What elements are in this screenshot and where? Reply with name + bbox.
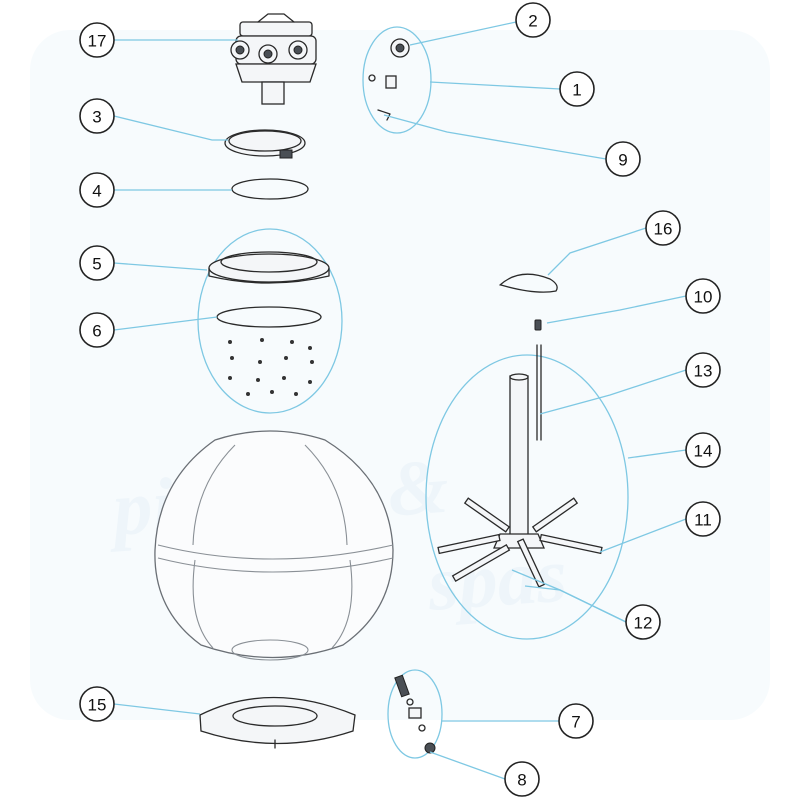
callout-15: 15 <box>79 686 115 722</box>
filter-tank <box>154 430 394 661</box>
callout-16: 16 <box>645 210 681 246</box>
callout-label: 15 <box>88 696 107 715</box>
callout-label: 2 <box>528 12 537 31</box>
callout-label: 12 <box>634 614 653 633</box>
callout-1: 1 <box>559 71 595 107</box>
callout-3: 3 <box>79 98 115 134</box>
callout-label: 10 <box>694 288 713 307</box>
callout-label: 16 <box>654 220 673 239</box>
callout-label: 1 <box>572 81 581 100</box>
callout-4: 4 <box>79 172 115 208</box>
small-screw <box>534 319 542 331</box>
callout-7: 7 <box>558 703 594 739</box>
callout-13: 13 <box>685 352 721 388</box>
clamp-ring <box>224 129 306 159</box>
callout-label: 7 <box>571 713 580 732</box>
top-flange-group <box>197 228 343 414</box>
tank-base <box>199 696 356 749</box>
drain-assembly-group <box>387 669 443 759</box>
callout-label: 11 <box>694 511 712 530</box>
callout-label: 8 <box>517 771 526 790</box>
callout-label: 3 <box>92 108 101 127</box>
callout-6: 6 <box>79 312 115 348</box>
lid-o-ring <box>231 178 309 200</box>
callout-label: 17 <box>88 32 107 51</box>
callout-9: 9 <box>605 141 641 177</box>
callout-11: 11 <box>685 501 721 537</box>
drain-kit-group <box>362 26 432 134</box>
lateral-assembly-group <box>425 344 629 640</box>
callout-10: 10 <box>685 278 721 314</box>
callout-2: 2 <box>515 2 551 38</box>
callout-label: 6 <box>92 322 101 341</box>
callout-5: 5 <box>79 245 115 281</box>
callout-14: 14 <box>685 432 721 468</box>
callout-12: 12 <box>625 604 661 640</box>
callout-17: 17 <box>79 22 115 58</box>
callout-label: 13 <box>694 362 713 381</box>
leader-lines <box>113 21 687 780</box>
cable-tie <box>499 273 558 293</box>
callout-label: 5 <box>92 255 101 274</box>
callout-label: 14 <box>694 442 713 461</box>
callout-label: 4 <box>92 182 101 201</box>
multiport-valve <box>230 13 317 105</box>
callout-8: 8 <box>504 761 540 797</box>
callout-label: 9 <box>618 151 627 170</box>
